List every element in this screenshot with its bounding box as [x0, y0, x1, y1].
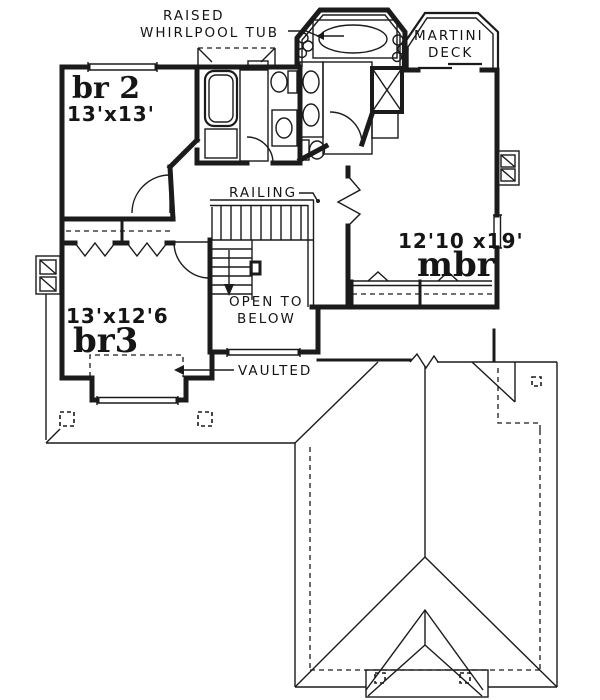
deck-slider-door — [418, 62, 482, 70]
leader-lines — [174, 30, 320, 375]
chimney-left — [35, 255, 61, 295]
tile-floor — [239, 69, 269, 162]
toilet-tank — [287, 70, 298, 94]
label-open-to: OPEN TO — [229, 294, 304, 310]
plant — [391, 34, 409, 63]
label-whirlpool-tub: WHIRLPOOL TUB — [140, 25, 279, 41]
dims-br3: 13'x12'6 — [66, 304, 169, 328]
stair-treads-lower — [212, 248, 252, 295]
railing-leader — [299, 192, 318, 201]
door-swings — [131, 174, 211, 279]
tub-leader — [288, 30, 319, 37]
bathtub — [203, 69, 239, 128]
label-br2: br 2 — [72, 71, 140, 106]
mbr-window — [493, 214, 502, 249]
roof-hips — [294, 556, 558, 688]
mbr-closet — [350, 271, 492, 309]
text-labels: RAISED WHIRLPOOL TUB MARTINI DECK br 2 1… — [66, 8, 524, 379]
door-pass-symbol — [437, 271, 459, 282]
tile-floor — [371, 111, 399, 139]
br2-door-swing — [131, 174, 171, 214]
sink — [302, 70, 320, 94]
newel-post — [249, 260, 262, 276]
br3-door-swing — [173, 241, 211, 279]
break-line-symbol — [409, 352, 439, 370]
label-martini: MARTINI — [414, 28, 484, 44]
whirlpool-tub — [312, 19, 398, 59]
stairs — [210, 199, 315, 307]
door-swing — [246, 136, 274, 164]
sink — [302, 103, 320, 127]
post-marker — [197, 411, 213, 427]
label-vaulted: VAULTED — [238, 363, 312, 379]
mbr-double-door-symbol — [336, 175, 362, 227]
post-marker — [531, 376, 542, 387]
open-below-window — [226, 348, 301, 357]
porch-gable — [365, 608, 489, 698]
door-swing — [329, 111, 363, 145]
toilet — [308, 140, 326, 160]
porch-post — [459, 672, 471, 684]
vanity — [204, 128, 238, 159]
railing-line — [307, 200, 315, 307]
label-deck: DECK — [428, 45, 473, 61]
br3-bay-window — [96, 396, 179, 405]
label-mbr: mbr — [417, 245, 496, 285]
label-below: BELOW — [237, 311, 296, 327]
dims-br2: 13'x13' — [67, 102, 155, 126]
post-marker — [59, 411, 75, 427]
faucet-arrow — [316, 32, 324, 40]
chimney-right — [496, 150, 520, 186]
vaulted-arrowhead — [174, 365, 184, 375]
plant — [296, 32, 314, 59]
door-pass-symbol — [367, 271, 389, 282]
exterior-walls — [59, 7, 500, 403]
porch-post — [374, 672, 386, 684]
stair-treads-upper — [220, 206, 302, 240]
dims-mbr: 12'10 x19' — [398, 229, 524, 253]
vanity — [299, 61, 324, 138]
sink — [275, 117, 293, 139]
bifold-door-symbol — [126, 241, 168, 258]
br2-window — [87, 62, 158, 72]
label-railing: RAILING — [229, 185, 297, 201]
roof-plan — [45, 294, 558, 698]
toilet — [270, 71, 288, 93]
closet-br2-br3 — [59, 216, 176, 258]
windows — [87, 62, 502, 405]
master-bathroom — [296, 19, 409, 161]
label-raised: RAISED — [163, 8, 225, 24]
tub-bay-wall — [294, 7, 408, 73]
bifold-door-symbol — [74, 241, 116, 258]
shower — [370, 66, 404, 114]
sink-counter — [271, 109, 298, 147]
main-bathroom — [197, 47, 298, 164]
label-br3: br3 — [73, 321, 138, 361]
skylight — [197, 47, 276, 68]
